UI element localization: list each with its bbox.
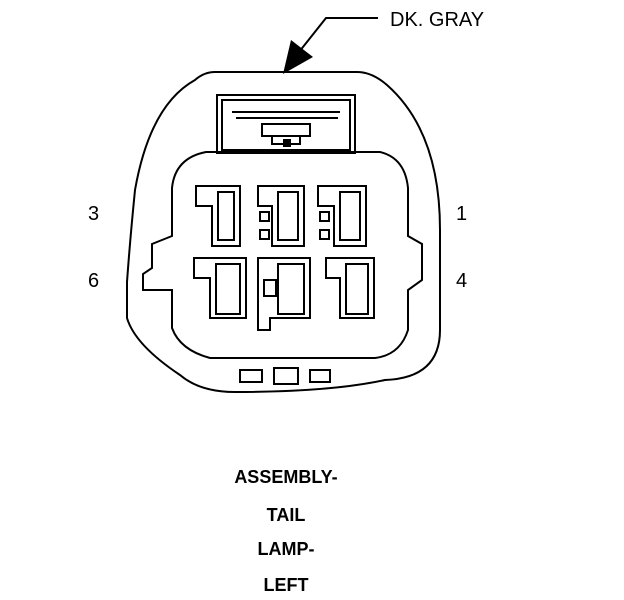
- caption-line-4: LEFT: [263, 575, 309, 595]
- cavity-pin-4: [325, 257, 375, 319]
- connector-inner-face: [142, 151, 423, 359]
- locating-slots: [239, 367, 331, 385]
- connector-latch: [216, 94, 356, 154]
- leader-arrow-icon: [283, 40, 313, 74]
- terminal-cavities-top: [195, 185, 367, 247]
- pin-label-top-right: 1: [456, 203, 468, 225]
- cavity-pin-1: [317, 185, 367, 247]
- pin-label-bottom-left: 6: [88, 270, 100, 292]
- caption-line-1: ASSEMBLY-: [234, 467, 338, 487]
- wire-color-label: DK. GRAY: [390, 9, 485, 31]
- pin-label-bottom-right: 4: [456, 270, 468, 292]
- caption-line-3: LAMP-: [257, 539, 315, 559]
- connector-outer-housing: [126, 71, 441, 394]
- caption-line-2: TAIL: [266, 505, 306, 525]
- cavity-pin-3: [195, 185, 241, 247]
- cavity-pin-5: [257, 257, 311, 331]
- cavity-pin-2: [257, 185, 305, 247]
- terminal-cavities-bottom: [193, 257, 375, 331]
- wire-color-leader: [298, 17, 378, 53]
- cavity-pin-6: [193, 257, 247, 319]
- pin-label-top-left: 3: [88, 203, 100, 225]
